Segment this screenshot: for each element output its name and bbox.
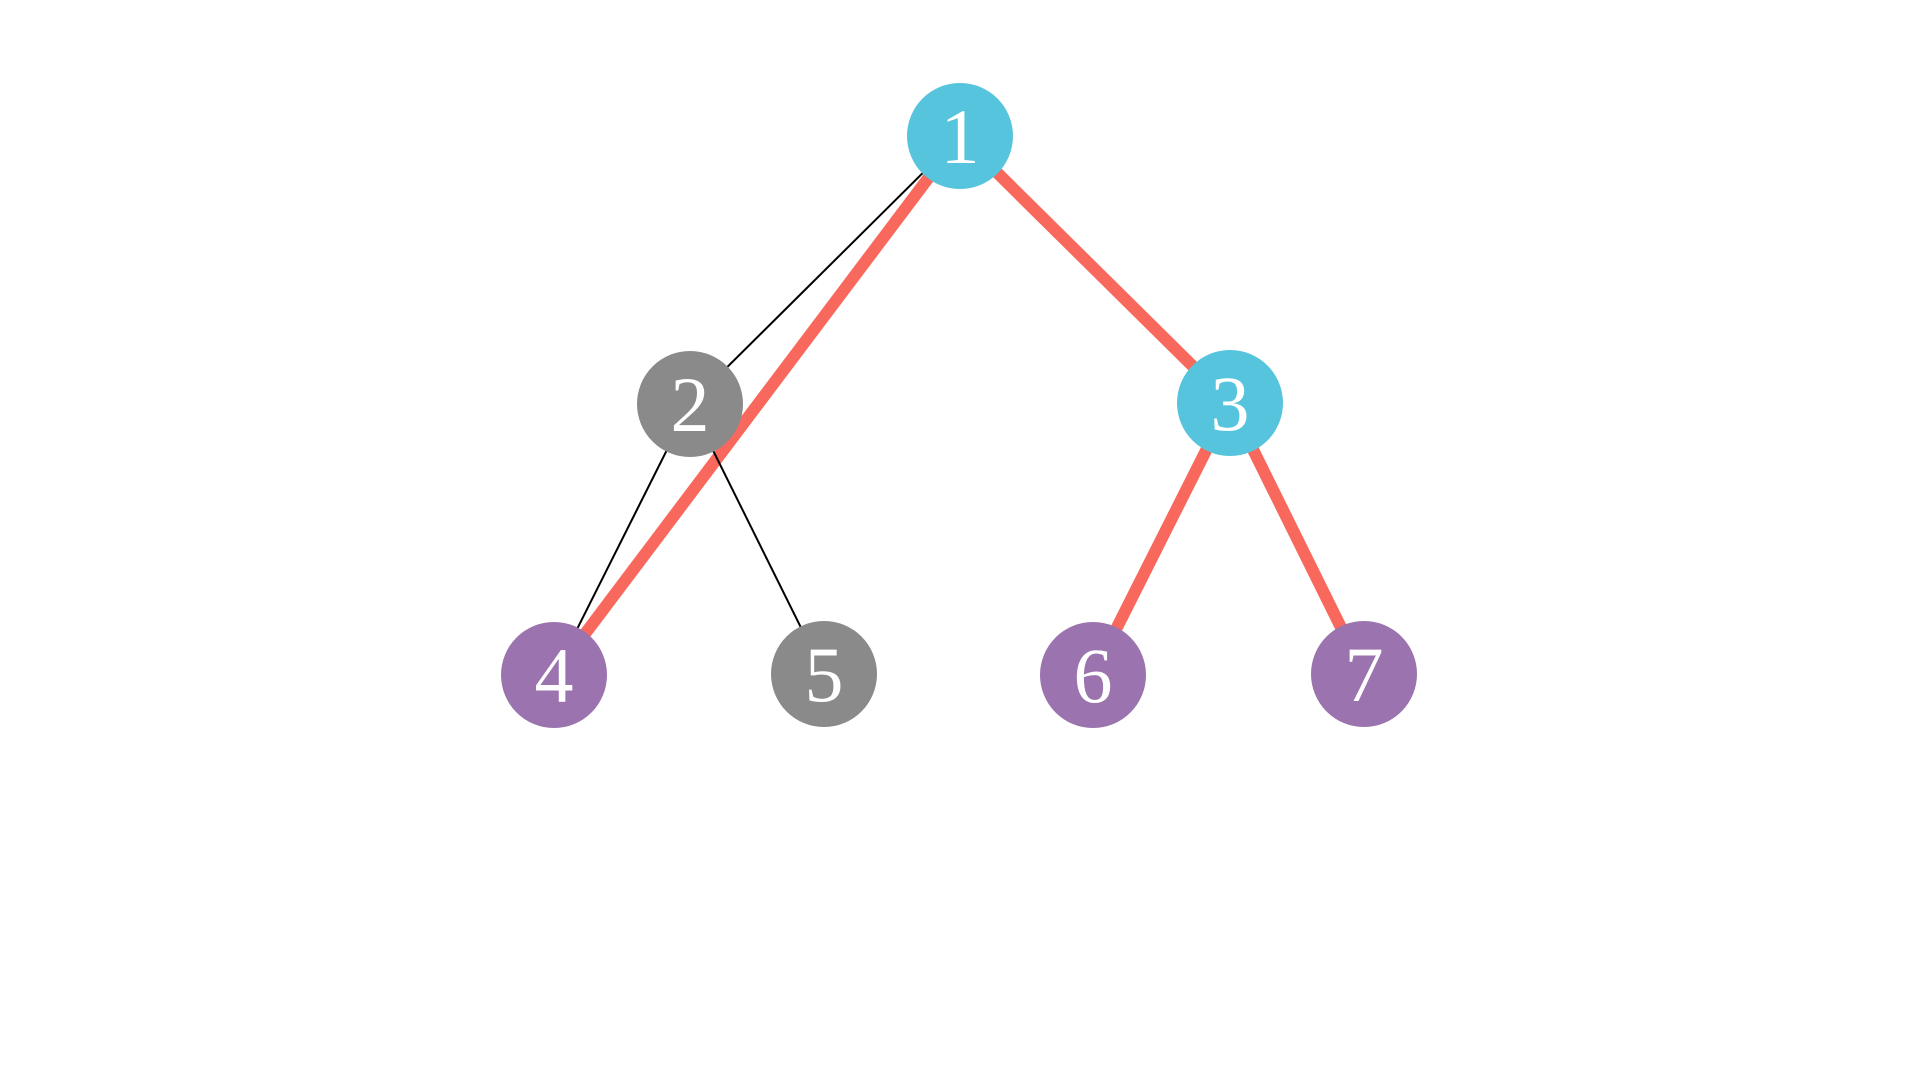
tree-node-4: 4: [501, 622, 607, 728]
node-label-4: 4: [535, 632, 574, 719]
node-label-6: 6: [1074, 632, 1113, 719]
node-layer: 1 2 3 4 5 6 7: [501, 83, 1417, 728]
node-label-1: 1: [941, 93, 980, 180]
edge-1-3-highlighted: [955, 131, 1235, 408]
node-label-5: 5: [805, 631, 844, 718]
tree-node-6: 6: [1040, 622, 1146, 728]
node-circle-6: [1040, 622, 1146, 728]
tree-node-7: 7: [1311, 621, 1417, 727]
tree-node-2: 2: [637, 351, 743, 457]
edge-1-4-highlighted: [549, 132, 965, 679]
node-circle-2: [637, 351, 743, 457]
node-circle-5: [771, 621, 877, 727]
tree-node-1: 1: [907, 83, 1013, 189]
node-label-7: 7: [1345, 631, 1384, 718]
tree-node-5: 5: [771, 621, 877, 727]
node-circle-7: [1311, 621, 1417, 727]
node-label-2: 2: [671, 361, 710, 448]
node-circle-3: [1177, 350, 1283, 456]
node-label-3: 3: [1211, 360, 1250, 447]
node-circle-4: [501, 622, 607, 728]
node-circle-1: [907, 83, 1013, 189]
edge-1-2: [689, 135, 961, 405]
tree-node-3: 3: [1177, 350, 1283, 456]
